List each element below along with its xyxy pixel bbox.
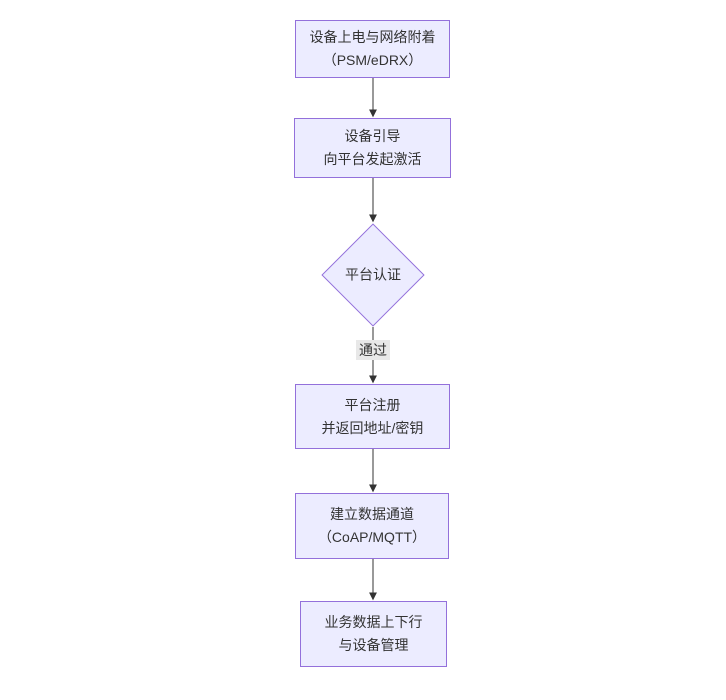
node-business-data: 业务数据上下行 与设备管理: [300, 601, 447, 667]
edge-label-pass: 通过: [356, 340, 390, 360]
node-device-bootstrap-label: 设备引导 向平台发起激活: [323, 128, 422, 167]
node-platform-register-label: 平台注册 并返回地址/密钥: [321, 396, 424, 436]
decision-platform-auth-label: 平台认证: [345, 266, 401, 283]
node-data-channel-label: 建立数据通道 （CoAP/MQTT）: [317, 506, 427, 545]
decision-platform-auth: 平台认证: [321, 223, 425, 327]
node-power-network-attach-label: 设备上电与网络附着 （PSM/eDRX）: [309, 29, 436, 68]
node-platform-register: 平台注册 并返回地址/密钥: [295, 384, 450, 449]
node-data-channel: 建立数据通道 （CoAP/MQTT）: [295, 493, 449, 559]
node-power-network-attach: 设备上电与网络附着 （PSM/eDRX）: [295, 20, 450, 78]
node-business-data-label: 业务数据上下行 与设备管理: [324, 614, 423, 653]
node-device-bootstrap: 设备引导 向平台发起激活: [294, 118, 451, 178]
